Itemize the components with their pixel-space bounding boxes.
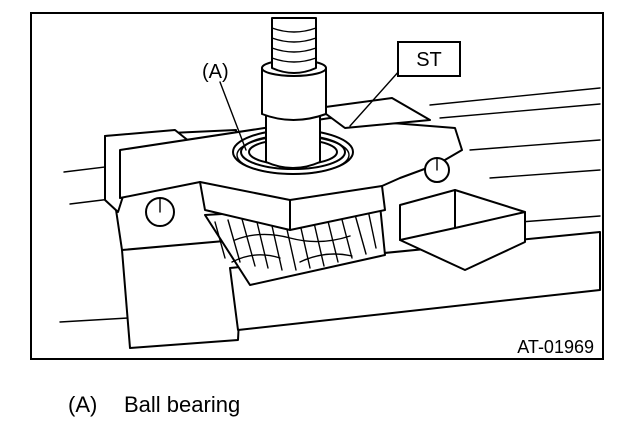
shaft: [261, 17, 327, 169]
left-bolt: [145, 197, 175, 227]
st-label-box: [397, 41, 461, 77]
right-bolt: [424, 157, 450, 183]
callout-a-label: (A): [202, 61, 229, 83]
st-leader: [349, 69, 401, 127]
callout-a-leader: [219, 81, 247, 151]
right-support-block: [399, 189, 526, 271]
legend-description: Ball bearing: [124, 392, 241, 417]
figure-code: AT-01969: [517, 337, 594, 357]
st-label: ST: [416, 49, 442, 71]
legend-entry: (A) Ball bearing: [68, 392, 240, 418]
legend-key: (A): [68, 392, 98, 417]
